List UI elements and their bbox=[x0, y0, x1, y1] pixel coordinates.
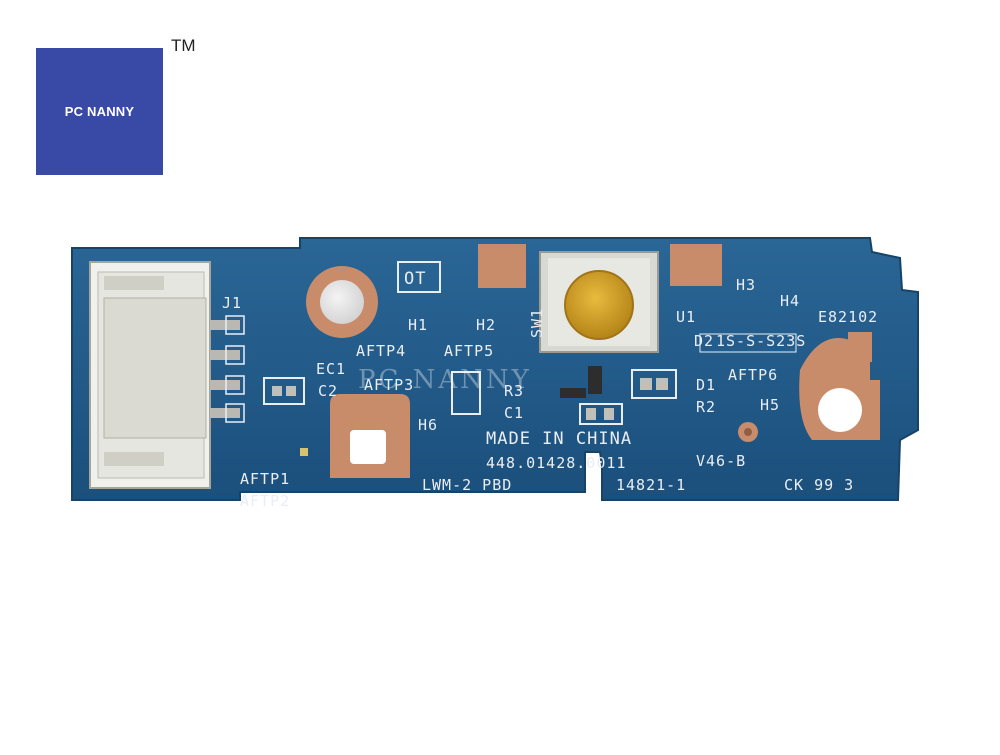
silk-aftp4: AFTP4 bbox=[356, 342, 406, 360]
silk-h3: H3 bbox=[736, 276, 756, 294]
silk-r2: R2 bbox=[696, 398, 716, 416]
silk-sw1: SW1 bbox=[528, 308, 546, 338]
silk-lwm-pbd: LWM-2 PBD bbox=[422, 476, 512, 494]
silk-h1: H1 bbox=[408, 316, 428, 334]
silk-d2: D2 bbox=[694, 332, 714, 350]
copper-pad-h2 bbox=[478, 244, 526, 288]
silk-aftp5: AFTP5 bbox=[444, 342, 494, 360]
silk-v46: V46-B bbox=[696, 452, 746, 470]
watermark-text: PC NANNY bbox=[358, 365, 532, 395]
silk-h2: H2 bbox=[476, 316, 496, 334]
silk-ec1: EC1 bbox=[316, 360, 346, 378]
connector-j1 bbox=[89, 261, 245, 489]
silk-aftp3: AFTP3 bbox=[364, 376, 414, 394]
trademark-symbol: TM bbox=[171, 36, 196, 55]
silk-u1: U1 bbox=[676, 308, 696, 326]
silk-c1: C1 bbox=[504, 404, 524, 422]
silk-e82102: E82102 bbox=[818, 308, 878, 326]
silk-ot: OT bbox=[404, 269, 426, 289]
smd-components bbox=[263, 261, 797, 456]
silk-d1: D1 bbox=[696, 376, 716, 394]
silk-aftp2: AFTP2 bbox=[240, 492, 290, 510]
brand-logo-text: PC NANNY bbox=[64, 104, 135, 119]
brand-logo: PC NANNY bbox=[36, 48, 163, 175]
silk-c2: C2 bbox=[318, 382, 338, 400]
silk-aftp1: AFTP1 bbox=[240, 470, 290, 488]
silk-h4: H4 bbox=[780, 292, 800, 310]
silk-aftp6: AFTP6 bbox=[728, 366, 778, 384]
silk-ck: CK 99 3 bbox=[784, 476, 854, 494]
silk-date-code: 1S-S-S23S bbox=[716, 332, 806, 350]
silk-part-number: 448.01428.0011 bbox=[486, 454, 626, 472]
silk-h5: H5 bbox=[760, 396, 780, 414]
pcb-board bbox=[71, 237, 919, 501]
power-button-sw1 bbox=[539, 251, 659, 353]
silk-r3: R3 bbox=[504, 382, 524, 400]
silk-h6: H6 bbox=[418, 416, 438, 434]
copper-pad-u1 bbox=[670, 244, 722, 286]
silk-serial: 14821-1 bbox=[616, 476, 686, 494]
silk-j1: J1 bbox=[222, 294, 242, 312]
silk-made-in-china: MADE IN CHINA bbox=[486, 429, 632, 449]
